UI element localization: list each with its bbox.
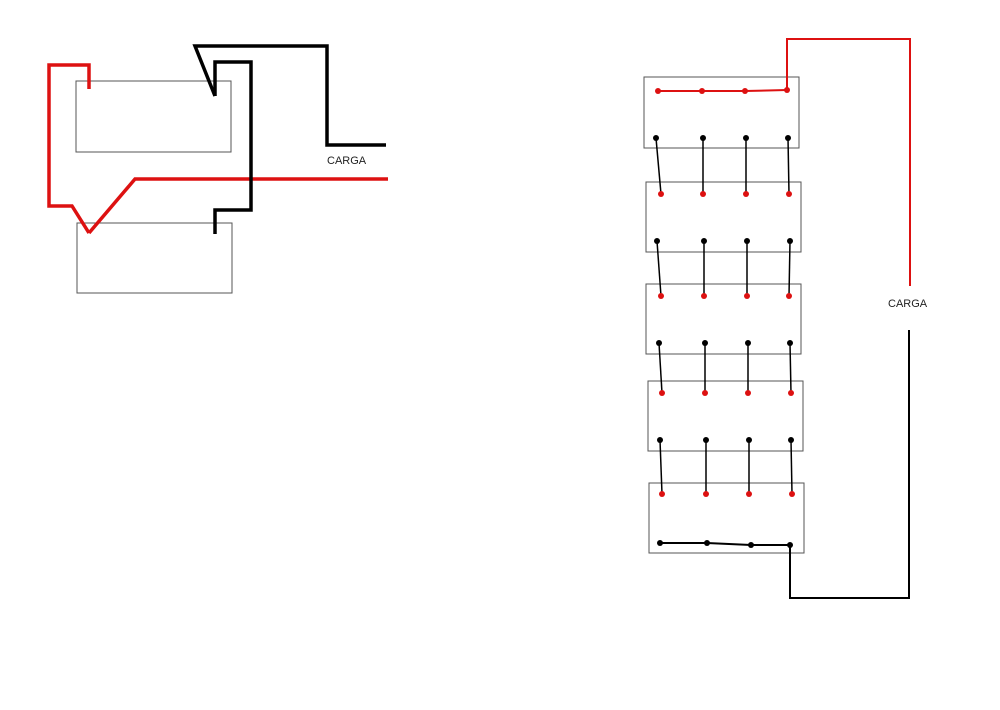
terminal-neg-b5-3 <box>748 542 754 548</box>
left-load-label: CARGA <box>327 155 367 167</box>
terminal-pos-b5-2 <box>703 491 709 497</box>
terminal-neg-b4-1 <box>657 437 663 443</box>
right-battery-5 <box>648 482 805 554</box>
right-battery-2 <box>645 181 802 253</box>
terminal-pos-b5-4 <box>789 491 795 497</box>
right-battery-3 <box>645 283 802 355</box>
right-circuit: CARGA <box>643 38 928 599</box>
terminal-pos-b2-3 <box>743 191 749 197</box>
left-battery-bottom <box>76 222 233 294</box>
right-load-label: CARGA <box>888 298 928 310</box>
terminal-neg-b1-1 <box>653 135 659 141</box>
battery1-red-bus <box>658 89 788 92</box>
terminal-pos-b3-3 <box>744 293 750 299</box>
link-2-3-d <box>788 240 791 297</box>
terminal-pos-b3-2 <box>701 293 707 299</box>
terminal-neg-b1-4 <box>785 135 791 141</box>
negative-terminals <box>653 135 794 548</box>
right-black-wire-to-load <box>789 330 910 599</box>
terminal-pos-b4-4 <box>788 390 794 396</box>
terminal-neg-b3-2 <box>702 340 708 346</box>
terminal-neg-b2-3 <box>744 238 750 244</box>
link-2-3-a <box>656 240 662 297</box>
terminal-neg-b3-3 <box>745 340 751 346</box>
terminal-neg-b5-4 <box>787 542 793 548</box>
terminal-neg-b4-2 <box>703 437 709 443</box>
terminal-pos-b2-4 <box>786 191 792 197</box>
right-red-wire-to-load <box>786 38 911 286</box>
terminal-neg-b1-2 <box>700 135 706 141</box>
terminal-pos-b4-2 <box>702 390 708 396</box>
terminal-pos-b2-1 <box>658 191 664 197</box>
battery5-black-bus <box>660 542 790 546</box>
link-3-4-a <box>658 342 663 394</box>
interconnect-wires <box>655 137 793 495</box>
left-red-wire-loop <box>47 63 91 234</box>
terminal-pos-b5-3 <box>746 491 752 497</box>
terminal-pos-b1-4 <box>784 87 790 93</box>
terminal-neg-b2-1 <box>654 238 660 244</box>
left-battery-top <box>75 80 232 153</box>
link-4-5-d <box>790 439 793 495</box>
left-black-wire-to-load <box>192 44 386 147</box>
terminal-pos-b3-1 <box>658 293 664 299</box>
terminal-neg-b5-1 <box>657 540 663 546</box>
terminal-neg-b1-3 <box>743 135 749 141</box>
right-batteries <box>643 76 805 554</box>
terminal-neg-b4-3 <box>746 437 752 443</box>
left-black-wire-series <box>213 60 253 234</box>
right-battery-1 <box>643 76 800 149</box>
right-battery-4 <box>647 380 804 452</box>
link-3-4-d <box>789 342 792 394</box>
terminal-neg-b3-1 <box>656 340 662 346</box>
terminal-pos-b1-1 <box>655 88 661 94</box>
terminal-pos-b4-1 <box>659 390 665 396</box>
terminal-pos-b2-2 <box>700 191 706 197</box>
terminal-pos-b1-3 <box>742 88 748 94</box>
terminal-neg-b4-4 <box>788 437 794 443</box>
link-4-5-a <box>659 439 663 495</box>
terminal-neg-b5-2 <box>704 540 710 546</box>
left-red-wire-to-load <box>87 177 388 235</box>
terminal-neg-b2-2 <box>701 238 707 244</box>
terminal-pos-b3-4 <box>786 293 792 299</box>
link-1-2-a <box>655 137 662 195</box>
terminal-neg-b2-4 <box>787 238 793 244</box>
terminal-neg-b3-4 <box>787 340 793 346</box>
left-circuit: CARGA <box>47 44 388 294</box>
terminal-pos-b1-2 <box>699 88 705 94</box>
link-1-2-d <box>787 137 790 195</box>
terminal-pos-b5-1 <box>659 491 665 497</box>
positive-terminals <box>655 87 795 497</box>
terminal-pos-b4-3 <box>745 390 751 396</box>
